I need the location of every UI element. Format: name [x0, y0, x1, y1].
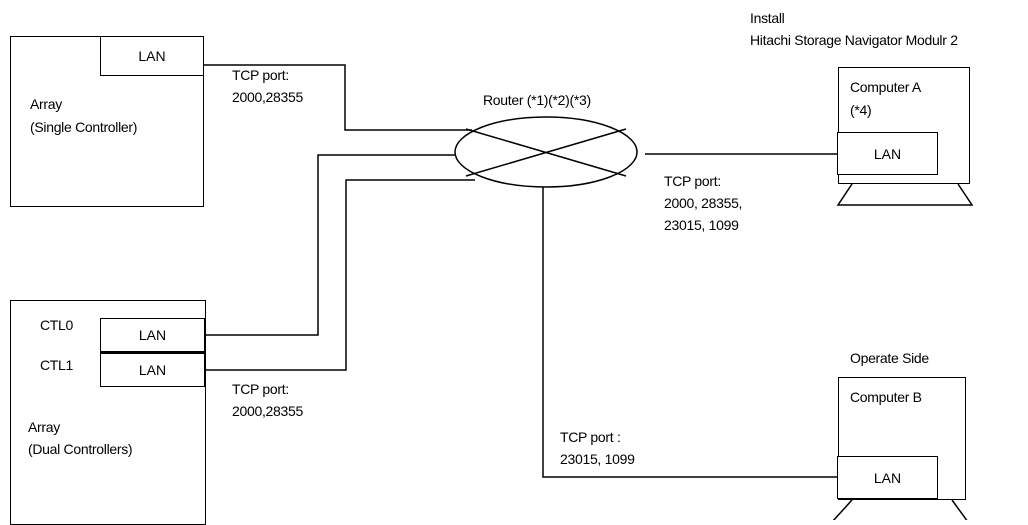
- link-router-computer-b: [542, 185, 837, 478]
- ctl0-lan-label: LAN: [138, 327, 167, 343]
- link-single-array-router: [203, 64, 472, 131]
- computer-a-stand: [836, 183, 974, 206]
- computer-b-name: Computer B: [850, 389, 922, 405]
- dual-port-label-line1: TCP port:: [232, 381, 289, 397]
- computer-a-lan-port: LAN: [837, 132, 938, 175]
- array-single-lan-label: LAN: [138, 48, 166, 64]
- computer-b-stand: [832, 499, 968, 520]
- array-dual-name: Array: [28, 419, 60, 435]
- operate-side-label: Operate Side: [850, 350, 929, 366]
- ctl1-lan-label: LAN: [138, 362, 167, 378]
- install-label-line2: Hitachi Storage Navigator Modulr 2: [750, 32, 958, 48]
- computer-a-name: Computer A: [850, 79, 921, 95]
- computer-b-port-label-line2: 23015, 1099: [560, 451, 635, 467]
- single-port-label-line2: 2000,28355: [232, 89, 303, 105]
- computer-a-port-label-line2: 2000, 28355,: [664, 195, 743, 211]
- ctl0-lan-port: LAN: [100, 318, 205, 352]
- router-cross-b: [465, 128, 627, 177]
- computer-b-port-label-line1: TCP port :: [560, 429, 621, 445]
- computer-a-port-label-line3: 23015, 1099: [664, 217, 739, 233]
- router-label: Router (*1)(*2)(*3): [483, 92, 591, 108]
- computer-b-lan-port: LAN: [837, 456, 938, 499]
- single-port-label-line1: TCP port:: [232, 67, 289, 83]
- array-single-subtitle: (Single Controller): [30, 119, 138, 135]
- computer-a-lan-label: LAN: [873, 145, 902, 162]
- ctl0-label: CTL0: [40, 317, 74, 333]
- install-label-line1: Install: [750, 10, 785, 26]
- array-single-lan-port: LAN: [100, 36, 204, 76]
- computer-a-port-label-line1: TCP port:: [664, 173, 721, 189]
- computer-a-note: (*4): [850, 102, 872, 118]
- ctl1-label: CTL1: [40, 357, 74, 373]
- dual-port-label-line2: 2000,28355: [232, 403, 303, 419]
- array-single-name: Array: [30, 96, 62, 112]
- computer-b-lan-label: LAN: [873, 469, 902, 486]
- computer-a: [838, 67, 970, 184]
- link-ctl0-router: [205, 154, 458, 336]
- computer-b: [838, 377, 966, 500]
- array-dual-subtitle: (Dual Controllers): [28, 441, 133, 457]
- link-ctl1-router: [205, 179, 475, 371]
- ctl1-lan-port: LAN: [100, 353, 205, 387]
